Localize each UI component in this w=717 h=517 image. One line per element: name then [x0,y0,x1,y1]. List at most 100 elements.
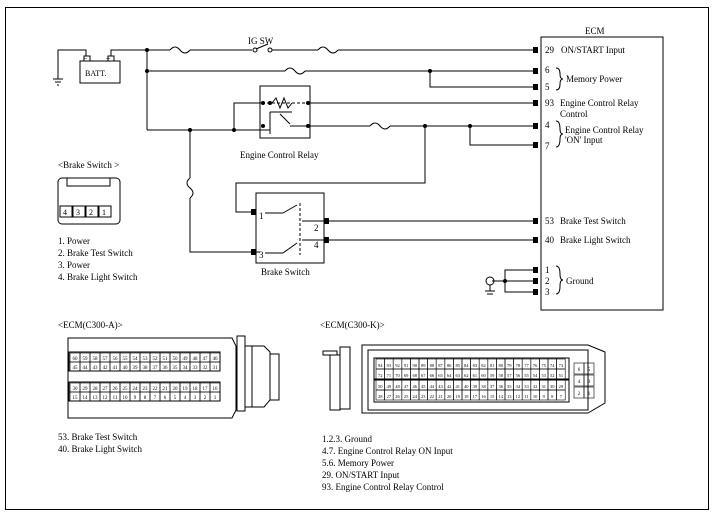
fuse-5 [186,177,194,199]
ecm-a-pin-label: 48 [193,357,199,362]
ground-label: Ground [566,276,594,286]
brake-connector-face [57,177,121,225]
ecm-a-pin-label: 29 [83,387,89,392]
ecm-pin-terminals [251,47,538,295]
ecm-k-pin-label: 9 [543,394,546,399]
ecm-a-pin-label: 13 [93,396,99,401]
ecm-k-pin-label: 62 [464,373,469,378]
ecm-k-pin-label: 42 [447,384,452,389]
ecm-a-pin-label: 50 [173,357,179,362]
ecm-a-pin-label: 2 [204,396,207,401]
ecm-k-pin-label: 33 [524,384,529,389]
ecm-a-title: <ECM(C300-A)> [58,320,123,330]
ecm-k-pin-label: 75 [541,363,546,368]
pin-93-label-line2: Control [560,109,588,119]
brake-switch-blade-2 [282,242,298,254]
brake-switch-box [255,192,325,264]
ecm-k-pin-label: 23 [421,394,426,399]
ecm-a-pin-label: 25 [123,387,129,392]
brace-ground [555,265,564,295]
brake-connector-pin-3: 3 [76,208,80,217]
ecm-k-pin-label: 13 [507,394,512,399]
ecm-k-note-4: 29. ON/START Input [322,470,400,480]
ecm-k-note-2: 4.7. Engine Control Relay ON Input [322,446,453,456]
relay-contact-blade [279,113,291,125]
ecm-k-side-pin-label: 4 [578,380,581,385]
ecm-a-pin-label: 14 [83,396,89,401]
ecm-a-pin-label: 34 [183,366,189,371]
ecm-k-pin-label: 26 [395,394,400,399]
ecm-k-side-cell [583,374,595,387]
relay-box [259,85,311,139]
ecm-k-pin-label: 30 [550,384,555,389]
ecm-k-pin-label: 63 [455,373,460,378]
ecm-a-pin-label: 22 [153,387,159,392]
fuse-1 [169,46,191,54]
pin-3-number: 3 [545,287,550,297]
ecm-a-pin-label: 60 [73,357,79,362]
ecm-k-pin-label: 52 [550,373,555,378]
ecm-a-pin-label: 49 [183,357,189,362]
ecm-k-pin-label: 11 [524,394,528,399]
ig-switch-contact-b [267,47,273,53]
ecm-k-pin-label: 93 [387,363,392,368]
ecm-k-pin-label: 66 [430,373,435,378]
ecm-k-pin-label: 50 [378,384,383,389]
ecm-k-pin-label: 77 [524,363,529,368]
ecm-k-pin-label: 83 [473,363,478,368]
ecm-k-pin-label: 32 [533,384,538,389]
ecm-a-pin-label: 54 [133,357,139,362]
ecm-a-pin-label: 30 [73,387,79,392]
ecm-k-pin-label: 68 [412,373,417,378]
fuse-3 [284,67,306,75]
ecm-k-pin-label: 80 [498,363,503,368]
ig-switch-blade [255,43,269,50]
ecm-a-pin-label: 17 [203,387,209,392]
memory-power-label: Memory Power [566,74,622,84]
pin-93-label: Engine Control Relay [560,98,639,108]
ecm-k-pin-label: 29 [559,384,564,389]
ecm-a-pin-label: 9 [134,396,137,401]
wire-to-brake-pin1 [235,126,426,213]
ecm-k-pin-label: 54 [533,373,538,378]
ecm-k-pin-label: 55 [524,373,529,378]
pin-29-number: 29 [545,45,555,55]
battery-label: BATT. [85,69,106,78]
ecm-a-pin-label: 52 [153,357,159,362]
ecm-a-pin-label: 59 [83,357,89,362]
ecm-a-pin-label: 53 [143,357,149,362]
ecm-k-cell [556,389,566,401]
ecm-k-pin-label: 79 [507,363,512,368]
ecm-a-pin-label: 33 [193,366,199,371]
ecm-k-pin-label: 25 [404,394,409,399]
ecm-k-side-cell [583,362,595,375]
pin-2-number: 2 [545,276,550,286]
ecm-k-pin-label: 78 [516,363,521,368]
wire-to-pin5 [429,71,535,88]
ecm-k-pin-label: 92 [395,363,400,368]
brake-switch-title: <Brake Switch > [58,160,119,170]
ecm-a-pin-label: 38 [143,366,149,371]
ecm-a-pin-label: 36 [163,366,169,371]
ecm-a-pin-label: 4 [184,396,187,401]
ecm-k-pin-label: 19 [455,394,460,399]
fuse-2 [317,46,339,54]
brake-switch-blade-1 [282,204,298,214]
ecm-a-pin-label: 55 [123,357,129,362]
ecm-a-cell [209,361,221,372]
ecm-a-pin-label: 5 [174,396,177,401]
ecm-k-pin-label: 74 [550,363,555,368]
ecm-k-pin-label: 56 [516,373,521,378]
ecm-k-pin-label: 60 [481,373,486,378]
ecm-k-pin-label: 61 [473,373,478,378]
ecm-a-pin-label: 16 [213,387,219,392]
ecm-k-pin-label: 49 [387,384,392,389]
brake-list-item-3: 3. Power [58,260,90,270]
ecm-k-side-pin-label: 1 [588,392,591,397]
ecm-a-pin-label: 47 [203,357,209,362]
brake-switch-pin-4: 4 [314,240,319,250]
brake-list-item-2: 2. Brake Test Switch [58,248,133,258]
ecm-title: ECM [585,26,605,36]
